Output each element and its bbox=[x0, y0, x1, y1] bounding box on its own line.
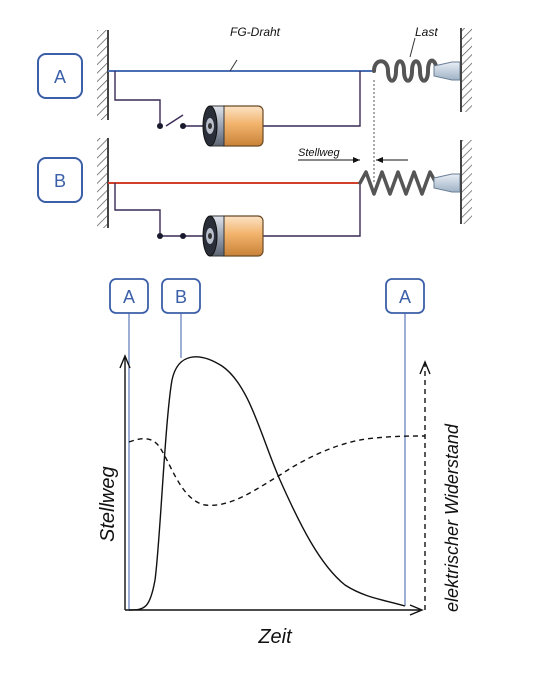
stroke-label: Stellweg bbox=[298, 147, 340, 159]
left-wall-a bbox=[97, 30, 109, 120]
x-axis-label: Zeit bbox=[257, 626, 293, 648]
spring-icon bbox=[372, 58, 438, 83]
switch-icon bbox=[157, 123, 163, 129]
y-axis-left-label: Stellweg bbox=[97, 466, 119, 542]
wire-label: FG-Draht bbox=[230, 25, 281, 39]
spring-icon bbox=[358, 170, 438, 196]
left-wall-b bbox=[97, 138, 109, 228]
state-a-row: A FG-Draht Last bbox=[37, 25, 472, 147]
y-axis-right-label: elektrischer Widerstand bbox=[442, 423, 462, 612]
resistance-curve bbox=[128, 435, 426, 506]
state-b-box: B bbox=[37, 157, 83, 203]
wall-mount-icon bbox=[460, 28, 472, 112]
svg-text:A: A bbox=[399, 287, 411, 307]
circuit-a bbox=[114, 71, 361, 127]
stroke-curve bbox=[128, 356, 406, 611]
state-b-label: B bbox=[54, 171, 66, 191]
battery-icon bbox=[202, 215, 264, 257]
marker-a-start: A bbox=[109, 278, 149, 610]
svg-text:A: A bbox=[123, 287, 135, 307]
time-graph: A B A Stellweg elektrischer Widers bbox=[97, 278, 462, 648]
state-b-row: B bbox=[37, 138, 472, 257]
wall-mount-icon bbox=[460, 140, 472, 224]
load-label: Last bbox=[415, 25, 438, 39]
svg-text:B: B bbox=[175, 287, 187, 307]
marker-a-end: A bbox=[385, 278, 425, 606]
connection-pin bbox=[433, 61, 461, 81]
state-a-label: A bbox=[54, 67, 66, 87]
axes bbox=[119, 354, 431, 616]
connection-pin bbox=[433, 173, 461, 193]
circuit-b bbox=[114, 183, 361, 237]
battery-icon bbox=[202, 105, 264, 147]
marker-b: B bbox=[161, 278, 201, 358]
state-a-box: A bbox=[37, 53, 83, 99]
stroke-indicator: Stellweg bbox=[298, 80, 408, 183]
